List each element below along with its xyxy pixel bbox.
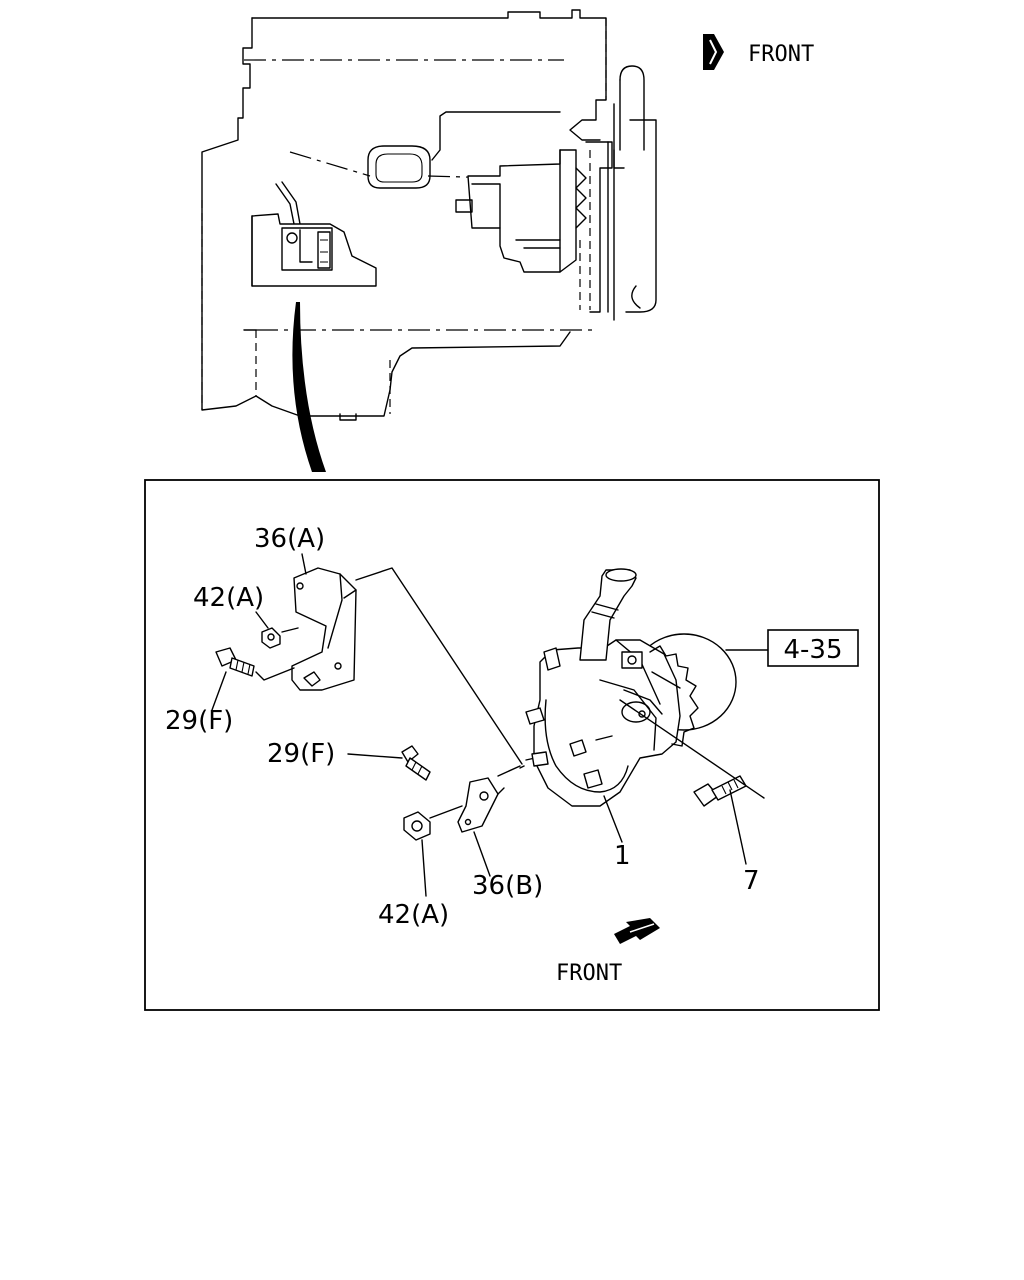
callout-bolt-7: 7 (743, 866, 760, 896)
reference-box[interactable]: 4-35 (767, 629, 859, 667)
vacuum-pump-drawing (519, 568, 737, 807)
reference-box-label: 4-35 (783, 635, 842, 665)
engine-overview (201, 9, 657, 472)
front-label-top: FRONT (748, 42, 814, 67)
callout-nut-42a-upper: 42(A) (193, 583, 264, 613)
front-indicator-top: FRONT (703, 34, 814, 70)
bolt-29f-upper-drawing (215, 647, 295, 681)
nut-42a-upper-drawing (261, 627, 299, 649)
leader-lines (211, 553, 769, 897)
front-arrow-icon (703, 34, 724, 70)
bolt-29f-lower-drawing (401, 745, 431, 781)
callout-bolt-29f-lower: 29(F) (267, 739, 335, 769)
callout-vacuum-pump: 1 (614, 841, 631, 871)
callout-bracket-36a: 36(A) (254, 524, 325, 554)
front-indicator-detail: FRONT (556, 918, 660, 986)
bracket-36b-drawing (457, 765, 521, 833)
callout-bracket-36b: 36(B) (472, 871, 543, 901)
callout-nut-42a-lower: 42(A) (378, 900, 449, 930)
detail-frame (144, 479, 880, 1011)
front-label-detail: FRONT (556, 961, 622, 986)
bracket-36a-drawing (291, 567, 357, 691)
nut-42a-lower-drawing (403, 805, 463, 841)
front-arrow-icon (614, 918, 660, 944)
callout-bolt-29f-upper: 29(F) (165, 706, 233, 736)
